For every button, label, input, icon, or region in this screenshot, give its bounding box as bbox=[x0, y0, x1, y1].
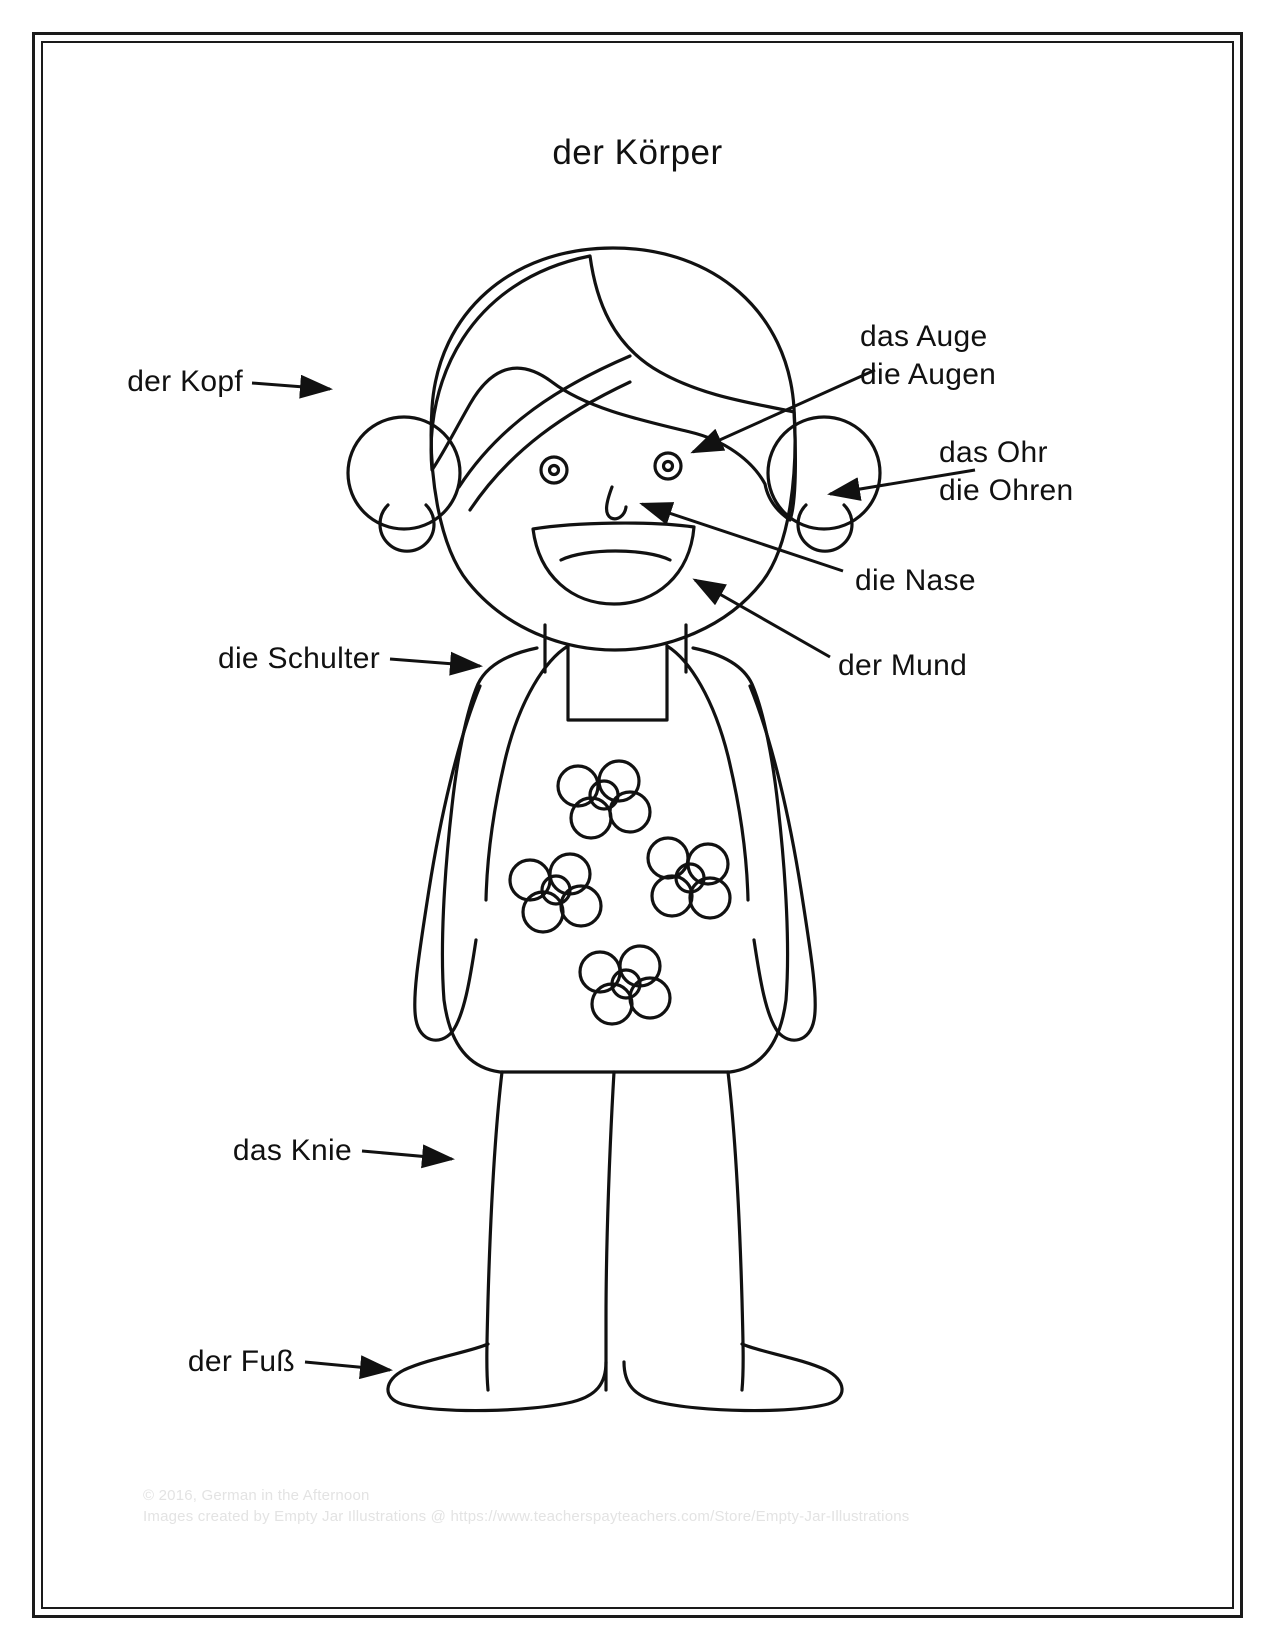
arm-right bbox=[748, 684, 817, 1042]
page-border-inner bbox=[41, 41, 1234, 1609]
overall-strap-right bbox=[665, 644, 750, 902]
flower-4 bbox=[578, 944, 672, 1026]
eye-left-shape bbox=[539, 455, 569, 485]
overall-strap-left bbox=[484, 644, 570, 902]
label-foot: der Fuß bbox=[0, 1343, 295, 1381]
nose-shape bbox=[605, 485, 628, 521]
label-mouth: der Mund bbox=[838, 647, 967, 685]
footer-copyright: © 2016, German in the Afternoon bbox=[143, 1487, 370, 1504]
footer-attribution: Images created by Empty Jar Illustration… bbox=[143, 1508, 910, 1525]
eye-right-pupil bbox=[661, 459, 675, 473]
hair-shape bbox=[429, 254, 797, 522]
leader-shoulder bbox=[389, 651, 483, 676]
hair-fringe-2 bbox=[468, 380, 632, 512]
label-knee-line1: das Knie bbox=[232, 1134, 352, 1167]
label-mouth-line1: der Mund bbox=[838, 649, 968, 682]
ear-left-inner bbox=[378, 503, 436, 553]
label-head-line1: der Kopf bbox=[127, 365, 243, 398]
label-shoulder: die Schulter bbox=[0, 640, 380, 678]
eye-right-shape bbox=[653, 451, 683, 481]
foot-left bbox=[386, 1342, 608, 1413]
eye-left-pupil bbox=[547, 463, 561, 477]
leader-ear bbox=[827, 468, 976, 501]
leader-head bbox=[251, 374, 333, 399]
head-outline bbox=[429, 246, 797, 652]
leg-right bbox=[726, 1070, 745, 1392]
label-knee: das Knie bbox=[0, 1132, 352, 1170]
label-eye-line2: die Augen bbox=[860, 358, 997, 392]
leader-foot bbox=[304, 1355, 393, 1380]
label-ear-line1: das Ohr bbox=[939, 436, 1048, 469]
leader-knee bbox=[361, 1144, 455, 1169]
label-head: der Kopf bbox=[0, 363, 243, 401]
leader-nose bbox=[639, 502, 844, 573]
arm-left bbox=[413, 684, 482, 1042]
leg-left bbox=[485, 1070, 504, 1392]
page-border-outer bbox=[32, 32, 1243, 1618]
label-ear-line2: die Ohren bbox=[939, 474, 1074, 508]
ear-right-shape bbox=[766, 415, 882, 531]
leader-mouth bbox=[692, 578, 831, 659]
leader-eye bbox=[690, 368, 876, 454]
label-shoulder-line1: die Schulter bbox=[217, 642, 380, 675]
flower-3 bbox=[646, 836, 732, 920]
flower-2 bbox=[508, 852, 603, 934]
foot-right bbox=[622, 1342, 844, 1413]
hair-fringe bbox=[457, 354, 632, 489]
flower-1 bbox=[556, 759, 652, 840]
ear-left-shape bbox=[346, 415, 462, 531]
label-ear: das Ohr die Ohren bbox=[939, 434, 1073, 511]
label-nose: die Nase bbox=[855, 562, 976, 600]
mouth-shape bbox=[531, 521, 696, 606]
label-eye-line1: das Auge bbox=[860, 320, 988, 353]
label-eye: das Auge die Augen bbox=[860, 318, 996, 395]
mouth-tongue bbox=[559, 549, 672, 562]
overall-bib bbox=[566, 644, 669, 722]
label-foot-line1: der Fuß bbox=[187, 1345, 295, 1378]
ear-right-inner bbox=[796, 503, 854, 553]
label-nose-line1: die Nase bbox=[855, 564, 976, 597]
page-title: der Körper bbox=[552, 133, 723, 172]
